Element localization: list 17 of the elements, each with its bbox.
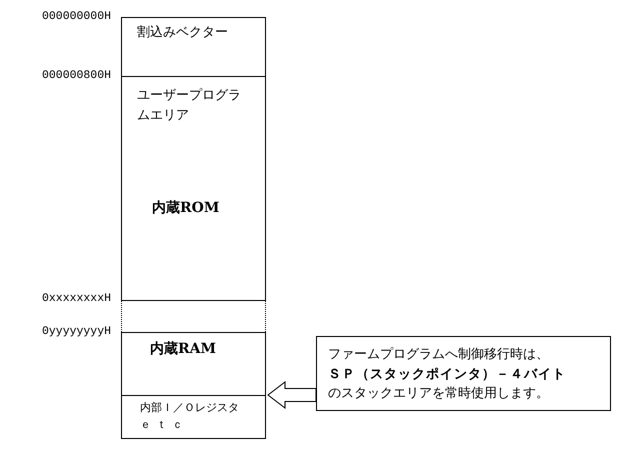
- arrow: [267, 380, 316, 410]
- region-label: 割込みベクター: [137, 25, 228, 41]
- region-label: 内部Ｉ／Ｏレジスタ: [140, 401, 239, 414]
- region-name: 内蔵ROM: [152, 200, 220, 217]
- callout-box: [316, 336, 611, 411]
- address-label: 0yyyyyyyyH: [42, 325, 112, 338]
- memory-region: [121, 395, 266, 439]
- address-label: 0xxxxxxxxH: [42, 292, 112, 305]
- address-label: 000000800H: [42, 69, 112, 82]
- region-name: 内蔵RAM: [150, 341, 216, 358]
- address-label: 000000000H: [42, 10, 112, 23]
- region-label: ユーザープログラムエリア: [137, 87, 242, 126]
- memory-region: [121, 332, 266, 396]
- callout-text: ファームプログラムへ制御移行時は、ＳＰ（スタックポインタ）－４バイトのスタックエリアを常時使用します。: [328, 346, 567, 403]
- region-name: ｅｔｃ: [140, 418, 188, 432]
- memory-region: [121, 17, 266, 77]
- memory-region: [121, 76, 266, 301]
